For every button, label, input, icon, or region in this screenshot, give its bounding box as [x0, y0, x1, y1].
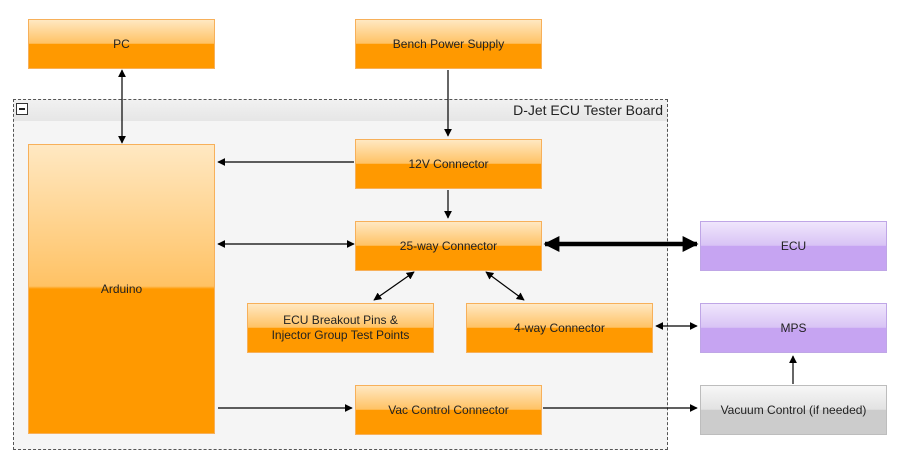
mps-label: MPS	[780, 320, 807, 335]
vacuum-control-node[interactable]: Vacuum Control (if needed)	[700, 385, 887, 435]
vac-control-connector-node[interactable]: Vac Control Connector	[355, 385, 542, 435]
connector-12v-node[interactable]: 12V Connector	[355, 139, 542, 189]
vacuum-control-label: Vacuum Control (if needed)	[720, 402, 867, 417]
pc-label: PC	[113, 36, 130, 51]
collapse-icon[interactable]	[16, 103, 28, 115]
arduino-label: Arduino	[100, 281, 143, 296]
bench-power-supply-label: Bench Power Supply	[392, 36, 505, 51]
connector-4way-node[interactable]: 4-way Connector	[466, 303, 653, 353]
ecu-label: ECU	[780, 238, 807, 253]
ecu-breakout-node[interactable]: ECU Breakout Pins & Injector Group Test …	[247, 303, 434, 353]
ecu-node[interactable]: ECU	[700, 221, 887, 271]
connector-25way-label: 25-way Connector	[399, 238, 498, 253]
vac-control-connector-label: Vac Control Connector	[388, 402, 509, 417]
pc-node[interactable]: PC	[28, 19, 215, 69]
connector-12v-label: 12V Connector	[408, 156, 489, 171]
mps-node[interactable]: MPS	[700, 303, 887, 353]
group-title: D-Jet ECU Tester Board	[513, 102, 663, 118]
ecu-breakout-label: ECU Breakout Pins & Injector Group Test …	[271, 313, 410, 342]
arduino-node[interactable]: Arduino	[28, 144, 215, 434]
connector-25way-node[interactable]: 25-way Connector	[355, 221, 542, 271]
connector-4way-label: 4-way Connector	[514, 320, 605, 335]
bench-power-supply-node[interactable]: Bench Power Supply	[355, 19, 542, 69]
group-header: D-Jet ECU Tester Board	[14, 100, 667, 121]
